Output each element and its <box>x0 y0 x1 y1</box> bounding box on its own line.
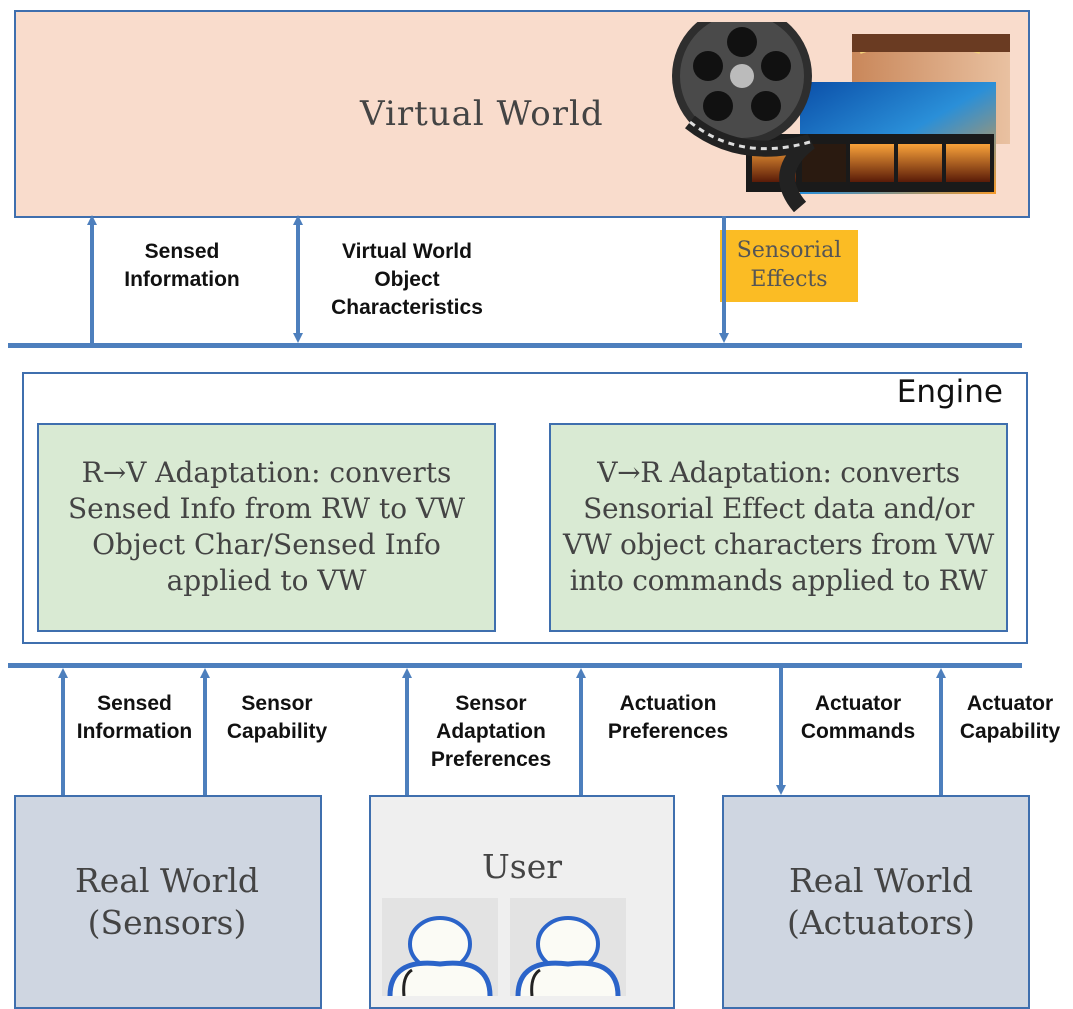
vr-adaptation-text: V→R Adaptation: converts Sensorial Effec… <box>562 456 995 597</box>
label-sensor-adaptation-preferences: Sensor Adaptation Preferences <box>430 692 552 771</box>
user-label: User <box>481 847 563 886</box>
label-sensor-capability: Sensor Capability <box>226 692 328 743</box>
rv-adaptation-box <box>37 423 496 632</box>
real-world-actuators-label: Real World (Actuators) <box>786 861 976 942</box>
virtual-world-title: Virtual World <box>360 94 604 134</box>
label-sensed-information-top: Sensed Information <box>124 240 240 291</box>
real-world-actuators-box <box>722 795 1030 1009</box>
sensorial-effects-badge: Sensorial Effects <box>720 230 858 302</box>
real-world-sensors-box <box>14 795 322 1009</box>
film-reel-icon <box>672 22 812 146</box>
rv-adaptation-text: R→V Adaptation: converts Sensed Info fro… <box>68 456 465 597</box>
label-sensed-information-bottom: Sensed Information <box>76 692 193 743</box>
label-vw-object-characteristics: Virtual World Object Characteristics <box>331 240 483 319</box>
engine-title: Engine <box>896 374 1003 410</box>
label-actuation-preferences: Actuation Preferences <box>607 692 729 743</box>
person-icon <box>387 916 493 996</box>
lower-bus-line <box>8 663 1022 668</box>
vr-adaptation-box <box>549 423 1008 632</box>
person-icon <box>515 916 621 996</box>
label-actuator-capability: Actuator Capability <box>959 692 1061 743</box>
upper-bus-line <box>8 343 1022 348</box>
label-actuator-commands: Actuator Commands <box>800 692 916 743</box>
user-icons <box>382 898 626 996</box>
real-world-sensors-label: Real World (Sensors) <box>74 861 260 942</box>
film-reel-illustration <box>672 22 1010 212</box>
